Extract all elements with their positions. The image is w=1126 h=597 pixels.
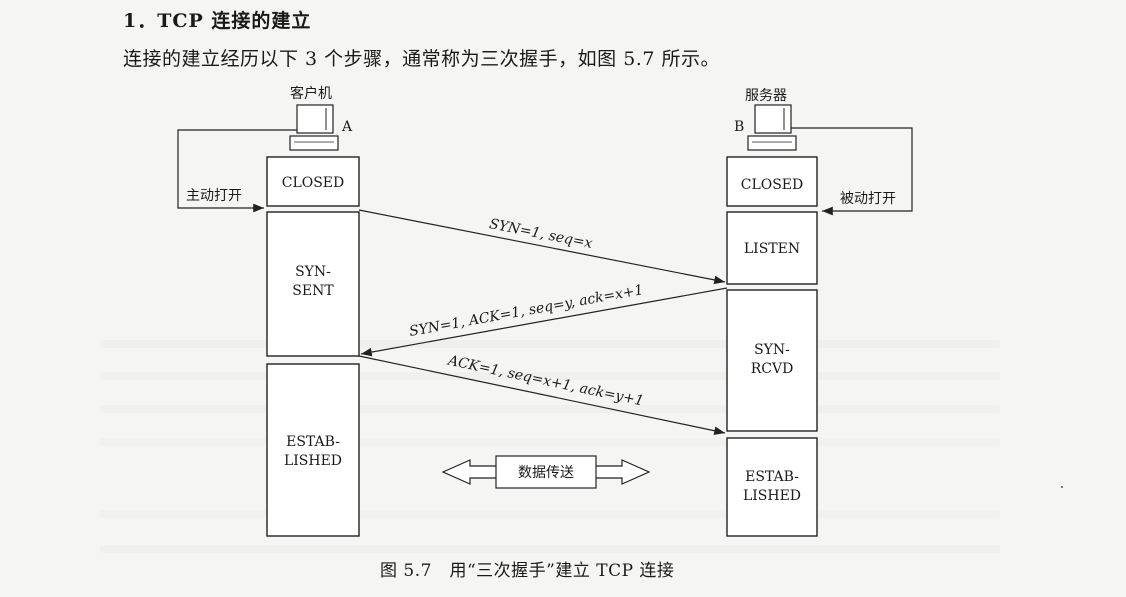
- server-state-listen: LISTEN: [744, 241, 800, 257]
- client-computer-icon: [289, 104, 339, 151]
- active-open-label: 主动打开: [186, 187, 242, 204]
- intro-paragraph: 连接的建立经历以下 3 个步骤，通常称为三次握手，如图 5.7 所示。: [123, 48, 720, 70]
- passive-open-loop: [791, 127, 913, 216]
- server-state-listen-box: [726, 211, 818, 285]
- section-heading: 1．TCP 连接的建立: [123, 10, 312, 32]
- figure-caption: 图 5.7 用“三次握手”建立 TCP 连接: [380, 561, 675, 581]
- data-transfer-double-arrow: [441, 455, 651, 489]
- client-state-established-line2: LISHED: [284, 453, 342, 469]
- syn-arrow: [358, 209, 726, 285]
- server-state-established-line1: ESTAB-: [745, 469, 799, 485]
- client-state-closed-box: [266, 156, 360, 207]
- client-state-established-box: [266, 363, 360, 537]
- scan-dot: [1061, 486, 1063, 488]
- client-state-established-line1: ESTAB-: [286, 434, 340, 450]
- server-label: 服务器: [745, 88, 787, 104]
- server-state-established-box: [726, 437, 818, 537]
- syn-ack-message: SYN=1, ACK=1, seq=y, ack=x+1: [408, 282, 645, 340]
- client-state-syn-sent-line1: SYN-: [295, 264, 331, 280]
- client-label: 客户机: [290, 85, 332, 102]
- host-b-label: B: [734, 119, 744, 135]
- client-state-closed: CLOSED: [282, 175, 345, 191]
- data-transfer-label: 数据传送: [518, 465, 574, 481]
- server-computer-icon: [747, 104, 797, 151]
- active-open-loop: [177, 129, 297, 213]
- host-a-label: A: [341, 119, 353, 135]
- client-state-syn-sent-box: [266, 211, 360, 357]
- client-state-syn-sent-line2: SENT: [292, 283, 334, 299]
- server-state-closed-box: [726, 156, 818, 207]
- server-state-syn-rcvd-box: [726, 289, 818, 432]
- syn-ack-arrow: [360, 287, 728, 357]
- passive-open-label: 被动打开: [840, 190, 896, 207]
- server-state-syn-rcvd-line1: SYN-: [754, 342, 790, 358]
- scan-bleed: [100, 340, 1000, 553]
- syn-message: SYN=1, seq=x: [488, 216, 594, 252]
- ack-arrow: [358, 355, 726, 436]
- server-state-established-line2: LISHED: [743, 488, 801, 504]
- server-state-syn-rcvd-line2: RCVD: [751, 361, 794, 377]
- server-state-closed: CLOSED: [741, 177, 804, 193]
